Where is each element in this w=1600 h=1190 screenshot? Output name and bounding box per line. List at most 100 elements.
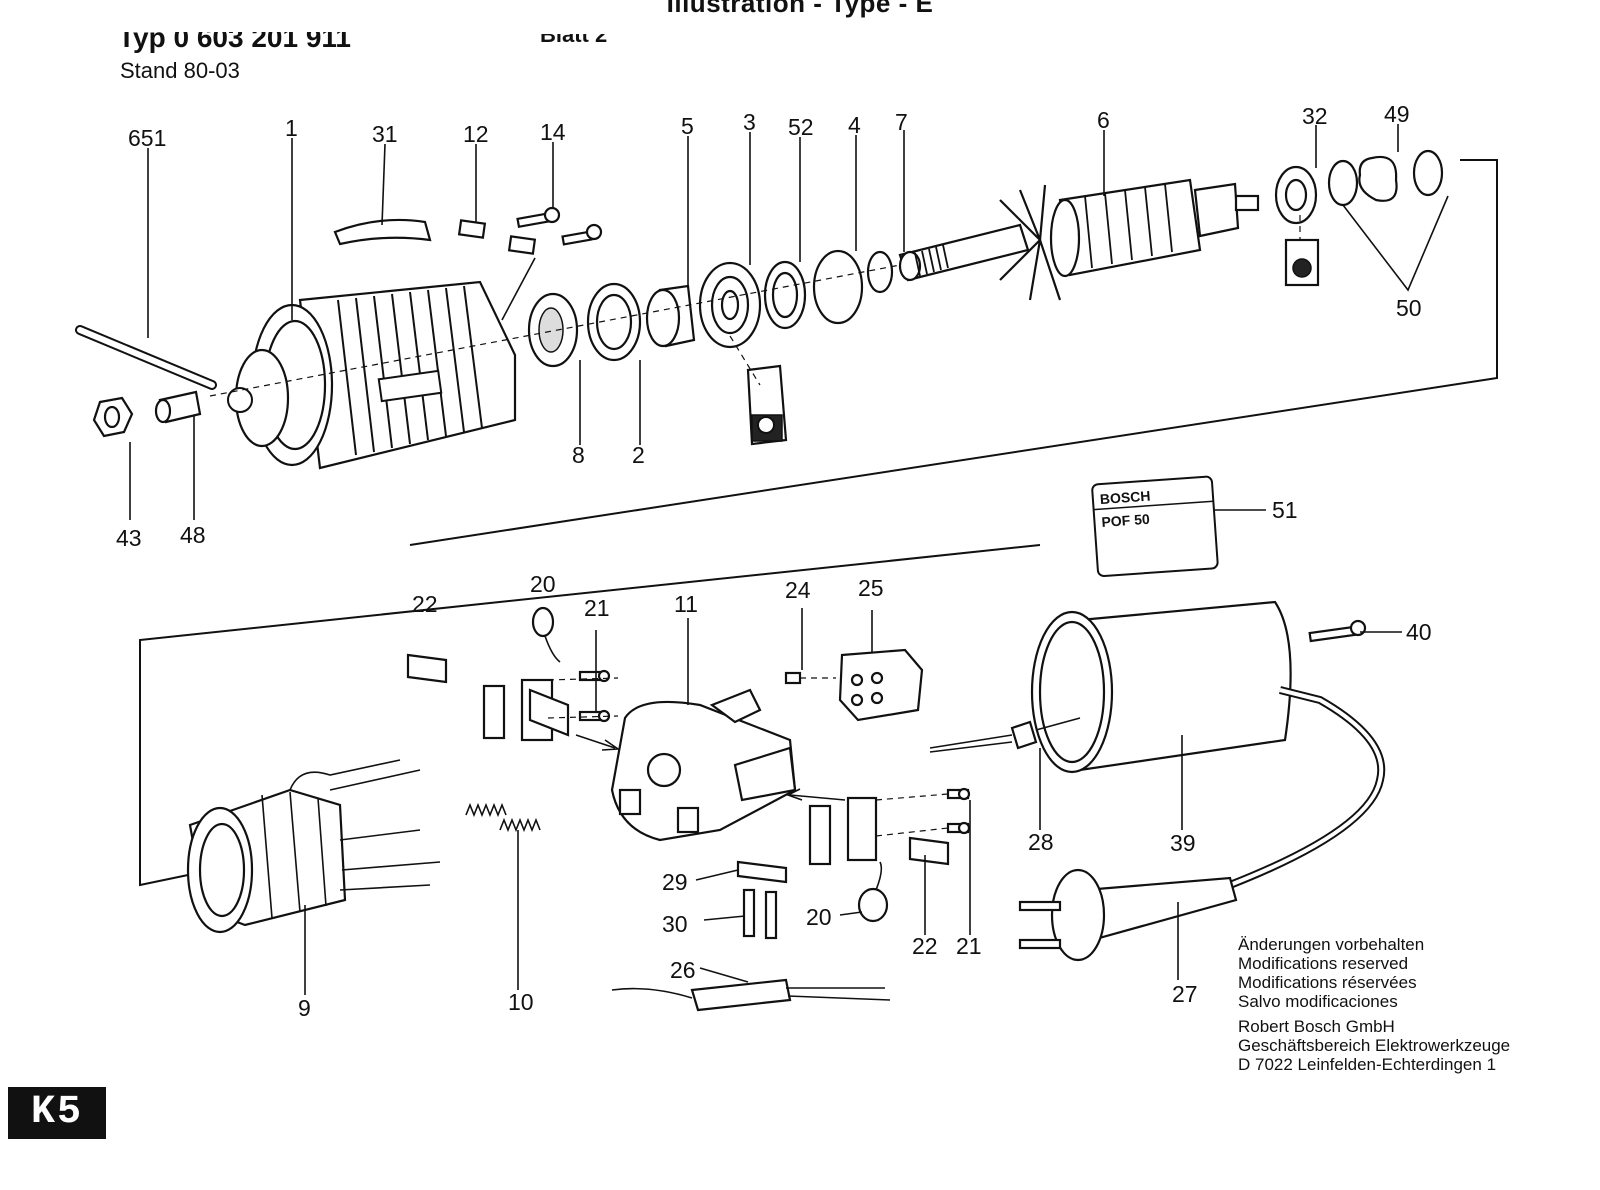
callout-8: 8	[572, 442, 585, 468]
note-division: Geschäftsbereich Elektrowerkzeuge	[1238, 1036, 1511, 1055]
brush-holder-plates-left	[482, 678, 570, 742]
callout-32: 32	[1302, 103, 1328, 129]
part-31-label	[333, 218, 432, 246]
note-company: Robert Bosch GmbH	[1238, 1017, 1395, 1036]
callout-22-top: 22	[412, 591, 438, 617]
callout-2: 2	[632, 442, 645, 468]
lower-callouts: 22 20 21 11 24 25 40 28 39 29 30 20 22 2…	[298, 571, 1432, 1021]
callout-6: 6	[1097, 107, 1110, 133]
callout-5: 5	[681, 113, 694, 139]
header-type-number: Typ 0 603 201 911	[118, 22, 351, 53]
part-27-cable-plug	[1018, 686, 1386, 962]
note-address: D 7022 Leinfelden-Echterdingen 1	[1238, 1055, 1497, 1074]
callout-39: 39	[1170, 830, 1196, 856]
part-25-switch	[838, 648, 924, 722]
callout-20-bottom: 20	[806, 904, 832, 930]
part-21-screws-b	[946, 787, 971, 835]
rating-plate-brand: BOSCH	[1099, 488, 1151, 507]
note-line-en: Modifications reserved	[1238, 954, 1409, 973]
lower-assembly-frame	[139, 544, 1041, 887]
part-10-springs	[465, 802, 541, 833]
callout-40: 40	[1406, 619, 1432, 645]
callout-7: 7	[895, 109, 908, 135]
callout-22-bottom: 22	[912, 933, 938, 959]
part-5-sleeve	[645, 284, 696, 348]
upper-callouts: 651 1 31 12 14 5 3 52 4 7 6 32 49 50 8 2…	[116, 101, 1422, 551]
note-line-fr: Modifications réservées	[1238, 973, 1417, 992]
callout-4: 4	[848, 112, 861, 138]
part-6-armature	[898, 178, 1260, 301]
part-30-screws	[742, 888, 778, 940]
lower-assembly-axis	[547, 677, 949, 837]
part-24-screw	[784, 671, 836, 685]
part-50-washer-a	[1327, 159, 1359, 207]
part-48-collet	[154, 390, 202, 424]
part-51-rating-plate: BOSCH POF 50	[1091, 475, 1219, 578]
part-9-field-coil	[186, 759, 441, 934]
callout-51: 51	[1272, 497, 1298, 523]
callout-14: 14	[540, 119, 566, 145]
part-20-brush-spring-a	[531, 606, 561, 663]
part-12-nut-a	[457, 219, 487, 239]
part-50-washer-b	[1412, 149, 1444, 197]
page-title: Illustration - Type - E	[666, 0, 934, 18]
callout-651: 651	[128, 125, 166, 151]
header-stand: Stand 80-03	[120, 58, 240, 83]
part-12-nut-b	[507, 235, 537, 255]
upper-assembly-frame	[409, 159, 1498, 546]
callout-50: 50	[1396, 295, 1422, 321]
part-49-spring-washer	[1358, 155, 1398, 202]
part-22-carbon-brush-b	[908, 836, 950, 866]
callout-12: 12	[463, 121, 489, 147]
upper-assembly-axis	[209, 215, 1301, 397]
callout-24: 24	[785, 577, 811, 603]
upper-leaders	[129, 124, 1449, 520]
callout-48: 48	[180, 522, 206, 548]
part-2-seal	[586, 282, 642, 362]
part-43-nut	[92, 396, 134, 438]
callout-1: 1	[285, 115, 298, 141]
rating-plate-model: POF 50	[1101, 511, 1150, 530]
part-26-suppressor	[611, 978, 891, 1012]
part-11-brush-holder	[610, 688, 797, 842]
bearing-3-detail	[746, 364, 788, 446]
callout-26: 26	[670, 957, 696, 983]
note-line-es: Salvo modificaciones	[1238, 992, 1398, 1011]
callout-20-top: 20	[530, 571, 556, 597]
part-1-motor-housing	[227, 280, 517, 470]
callout-28: 28	[1028, 829, 1054, 855]
callout-30: 30	[662, 911, 688, 937]
part-52-washer	[763, 260, 807, 330]
callout-29: 29	[662, 869, 688, 895]
callout-9: 9	[298, 995, 311, 1021]
part-32-bearing	[1274, 165, 1320, 287]
header-sheet: Blatt 2	[540, 22, 608, 47]
callout-10: 10	[508, 989, 534, 1015]
callout-21-bottom: 21	[956, 933, 982, 959]
part-3-ball-bearing	[698, 261, 762, 349]
part-39-end-cap	[1030, 600, 1292, 774]
part-22-carbon-brush-a	[406, 653, 448, 684]
callout-3: 3	[743, 109, 756, 135]
sheet-badge: K5	[8, 1087, 106, 1139]
part-4-circlip	[812, 249, 864, 325]
lower-leaders	[304, 608, 1402, 995]
callout-27: 27	[1172, 981, 1198, 1007]
part-7-circlip	[866, 250, 894, 294]
assembly-arrows	[575, 734, 846, 801]
part-20-brush-spring-b	[857, 861, 889, 923]
modification-notes: Änderungen vorbehalten Modifications res…	[1238, 935, 1510, 1074]
note-line-de: Änderungen vorbehalten	[1238, 935, 1425, 954]
callout-43: 43	[116, 525, 142, 551]
part-8-bearing-ring	[527, 292, 579, 368]
part-29-brush-holder-block	[736, 860, 788, 884]
callout-52: 52	[788, 114, 814, 140]
callout-31: 31	[372, 121, 398, 147]
part-28-cable-grommet	[929, 717, 1081, 753]
callout-21-top: 21	[584, 595, 610, 621]
callout-49: 49	[1384, 101, 1410, 127]
part-14-screws	[516, 206, 603, 246]
callout-25: 25	[858, 575, 884, 601]
brush-holder-plates-right	[808, 796, 878, 866]
